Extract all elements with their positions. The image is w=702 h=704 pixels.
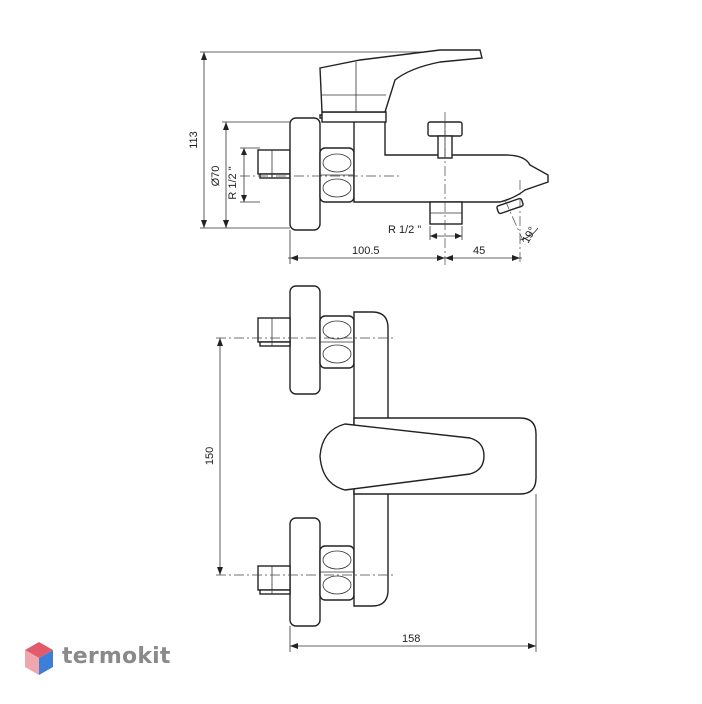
top-view: 150 158 — [204, 285, 537, 652]
brand-wordmark: termokit — [62, 644, 171, 669]
dim-depth-100-5: 100.5 — [352, 245, 380, 257]
dim-inlet-thread: R 1/2 " — [227, 166, 239, 199]
dim-spout-reach-45: 45 — [473, 245, 485, 257]
dim-diameter-70: Ø70 — [210, 166, 222, 187]
brand-logo-mark — [25, 642, 53, 675]
dim-spout-angle: 19° — [520, 225, 539, 245]
dim-total-width-158: 158 — [402, 633, 420, 645]
side-view: 113 Ø70 R 1/2 " — [188, 49, 549, 265]
dim-inlet-spacing-150: 150 — [204, 447, 216, 465]
dim-outlet-thread: R 1/2 " — [388, 224, 421, 236]
dim-height-113: 113 — [188, 131, 200, 149]
